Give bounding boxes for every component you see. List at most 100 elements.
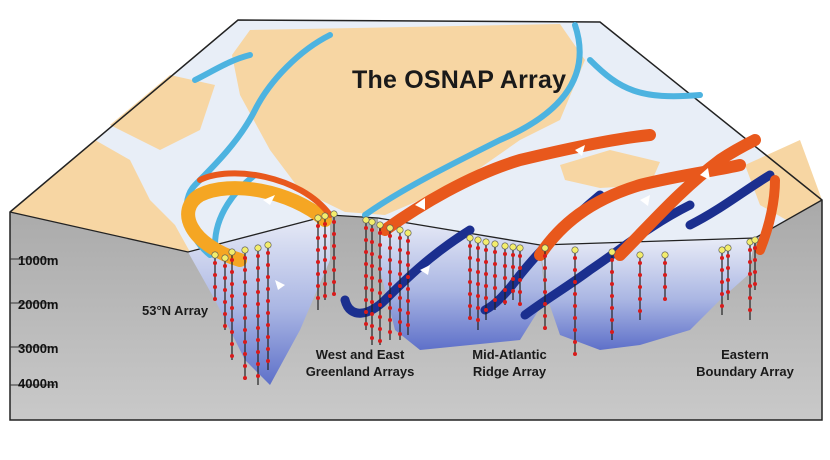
mooring-float xyxy=(386,224,394,232)
mooring-instrument xyxy=(468,244,472,248)
mooring-instrument xyxy=(406,275,410,279)
mooring-lines xyxy=(211,210,759,385)
mooring-instrument xyxy=(726,278,730,282)
depth-label-4000: 4000m xyxy=(18,376,59,391)
mooring-instrument xyxy=(364,274,368,278)
mooring-instrument xyxy=(370,324,374,328)
mooring-instrument xyxy=(484,296,488,300)
mooring-instrument xyxy=(468,256,472,260)
mooring-instrument xyxy=(370,288,374,292)
mooring-instrument xyxy=(663,261,667,265)
depth-label-3000: 3000m xyxy=(18,341,59,356)
mooring-instrument xyxy=(266,359,270,363)
mooring-instrument xyxy=(364,250,368,254)
mooring-float xyxy=(264,241,272,249)
mooring-instrument xyxy=(316,248,320,252)
mooring-float xyxy=(541,244,549,252)
mooring-instrument xyxy=(753,270,757,274)
mooring-instrument xyxy=(543,254,547,258)
mooring-instrument xyxy=(256,362,260,366)
mooring-instrument xyxy=(573,292,577,296)
mooring-instrument xyxy=(378,291,382,295)
array-label-mid-atlantic: Mid-Atlantic Ridge Array xyxy=(472,347,547,379)
arrow-5 xyxy=(700,168,710,180)
mooring-instrument xyxy=(223,276,227,280)
mooring-instrument xyxy=(323,270,327,274)
mooring-instrument xyxy=(398,260,402,264)
mooring-instrument xyxy=(316,284,320,288)
mooring-instrument xyxy=(573,268,577,272)
mooring-instrument xyxy=(398,308,402,312)
mooring-instrument xyxy=(518,254,522,258)
mooring-instrument xyxy=(213,297,217,301)
mooring-float xyxy=(368,218,376,226)
mooring-instrument xyxy=(256,350,260,354)
mooring-instrument xyxy=(388,270,392,274)
mooring-instrument xyxy=(256,302,260,306)
mooring-instrument xyxy=(663,297,667,301)
mooring-instrument xyxy=(332,268,336,272)
mooring-instrument xyxy=(484,308,488,312)
mooring-instrument xyxy=(388,318,392,322)
mooring-instrument xyxy=(493,262,497,266)
mooring-float xyxy=(404,229,412,237)
mooring-instrument xyxy=(332,220,336,224)
mooring-instrument xyxy=(256,254,260,258)
mooring-instrument xyxy=(720,280,724,284)
mooring-instrument xyxy=(518,290,522,294)
mooring-instrument xyxy=(484,260,488,264)
mooring-instrument xyxy=(610,330,614,334)
mooring-instrument xyxy=(378,267,382,271)
mooring-instrument xyxy=(323,258,327,262)
mooring-instrument xyxy=(503,300,507,304)
mooring-instrument xyxy=(484,248,488,252)
mooring-float xyxy=(608,248,616,256)
deep-overflow-4 xyxy=(685,170,775,230)
mooring-instrument xyxy=(388,294,392,298)
mooring-instrument xyxy=(223,288,227,292)
mooring-instrument xyxy=(468,268,472,272)
mooring-instrument xyxy=(753,282,757,286)
mooring-instrument xyxy=(388,282,392,286)
mooring-instrument xyxy=(230,318,234,322)
mooring-instrument xyxy=(543,326,547,330)
mooring-instrument xyxy=(476,258,480,262)
mooring-instrument xyxy=(573,304,577,308)
mooring-instrument xyxy=(378,279,382,283)
mooring-instrument xyxy=(720,256,724,260)
mooring-float xyxy=(362,216,370,224)
mooring-instrument xyxy=(476,306,480,310)
mooring-instrument xyxy=(398,332,402,336)
mooring-float xyxy=(516,244,524,252)
mooring-instrument xyxy=(256,266,260,270)
mooring-instrument xyxy=(388,246,392,250)
mooring-instrument xyxy=(406,323,410,327)
mooring-instrument xyxy=(316,236,320,240)
mooring-instrument xyxy=(213,285,217,289)
diagram-title: The OSNAP Array xyxy=(352,66,567,94)
mooring-instrument xyxy=(378,303,382,307)
mooring-instrument xyxy=(663,273,667,277)
arrow-7 xyxy=(420,265,430,275)
array-label-eastern-boundary: Eastern Boundary Array xyxy=(696,347,794,379)
mooring-instrument xyxy=(256,326,260,330)
mooring-instrument xyxy=(256,314,260,318)
mooring-instrument xyxy=(748,308,752,312)
mooring-instrument xyxy=(316,272,320,276)
mooring-instrument xyxy=(610,282,614,286)
mooring-float xyxy=(211,251,219,259)
arrow-2 xyxy=(415,198,425,210)
mooring-instrument xyxy=(753,246,757,250)
mooring-instrument xyxy=(468,292,472,296)
mooring-instrument xyxy=(378,315,382,319)
mooring-instrument xyxy=(364,226,368,230)
mooring-instrument xyxy=(266,311,270,315)
mooring-instrument xyxy=(476,318,480,322)
mooring-float xyxy=(241,246,249,254)
mooring-instrument xyxy=(610,258,614,262)
mooring-instrument xyxy=(230,294,234,298)
mooring-instrument xyxy=(493,286,497,290)
baffin-land xyxy=(110,75,215,150)
mooring-instrument xyxy=(748,248,752,252)
